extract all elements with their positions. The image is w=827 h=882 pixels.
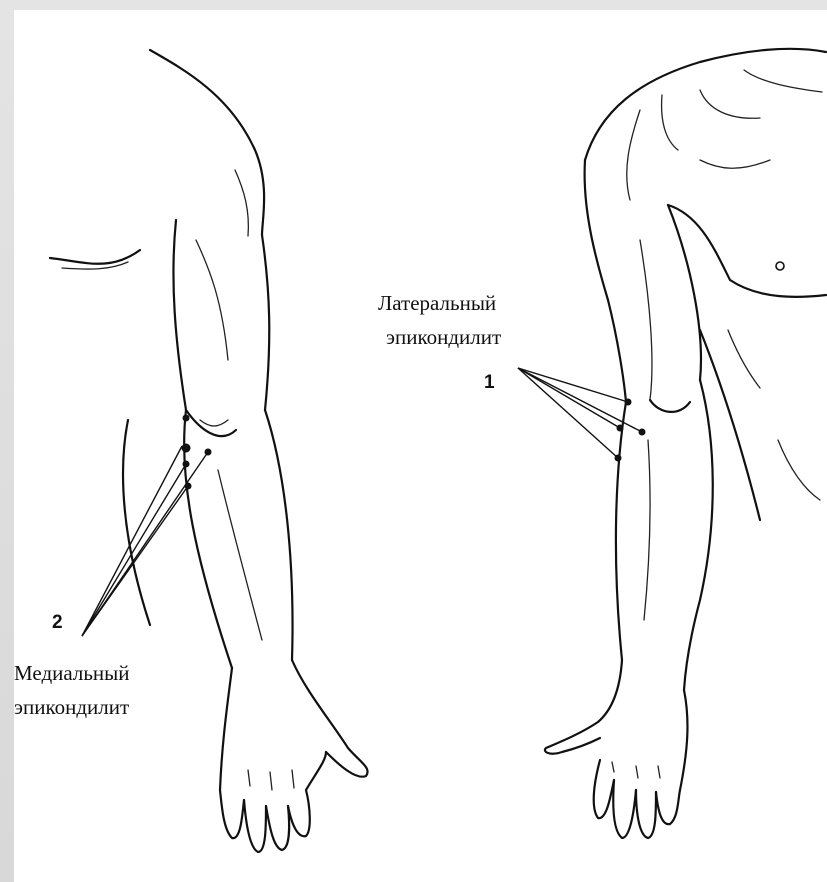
medial-label-line2: эпикондилит <box>14 692 129 722</box>
lateral-label-line2: эпикондилит <box>386 322 501 352</box>
lateral-number: 1 <box>484 372 495 394</box>
medial-label-line1: Медиальный <box>14 658 130 688</box>
medial-number: 2 <box>52 612 63 634</box>
lateral-label-line1: Латеральный <box>378 288 496 318</box>
right-arm-drawing <box>545 49 826 838</box>
